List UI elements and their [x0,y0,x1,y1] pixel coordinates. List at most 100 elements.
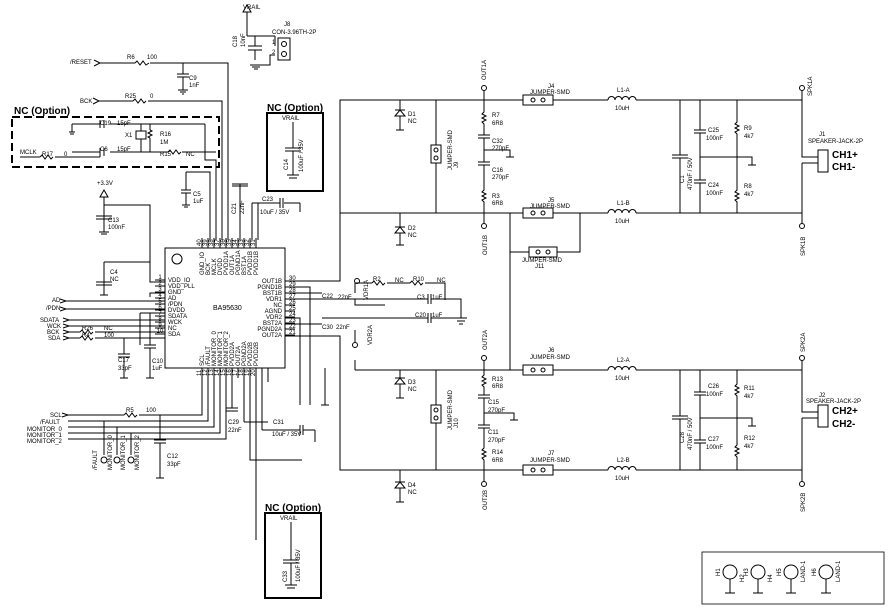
ic-right-pin-num: 21 [289,330,296,336]
ic-bottom-pin-num: 19 [245,369,251,376]
ic-bottom-pin-name: PVDD2B [248,342,254,366]
spk1a-label: SPK1A [808,77,814,96]
ic-bottom-pin-name: PVDD2B [254,342,260,366]
c15-ref: C15 [488,400,500,406]
c29-ref: C29 [228,420,240,426]
c12-ref: C12 [167,454,179,460]
monitor2-tp-label: MONITOR_2 [135,434,141,470]
r6-ref: R6 [127,55,135,61]
vrail-label-c33: VRAIL [280,516,298,522]
bck-label: BCK [80,99,92,105]
c14-val: 100uF / 35V [299,139,305,172]
c27-val: 100nF [706,445,723,451]
j7-jumper [522,464,554,476]
pdn-label: /PDN [46,306,60,312]
r15-ref: R15 [160,152,172,158]
c30-val: 22nF [336,325,350,331]
ic-bottom-pin-name: SCL [200,354,206,366]
channel-2-output: OUT2A OUT2B D3 NC D4 NC JUMPER-SMD J10 R… [340,330,861,512]
j2-speaker-jack [817,404,829,428]
spk1b-label: SPK1B [801,237,807,256]
ic-right-pin-name: BST2A [263,321,282,327]
j11-jumper [528,246,558,258]
ic-top-pin-num: 40 [197,239,203,246]
ic-right-pin-num: 23 [289,318,296,324]
r4-ref: R4 [82,333,90,339]
c29-val: 22nF [228,428,242,434]
v33-label: +3.3V [97,181,113,187]
j1-ref: J1 [819,132,826,138]
ic-right-pin-name: PGND1B [257,285,282,291]
c22-ref: C22 [322,294,334,300]
j4-jumper [522,94,554,106]
j2-type: SPEAKER-JACK-2P [806,399,861,405]
ic-bottom-pin-num: 18 [239,369,245,376]
sdata-label: SDATA [40,318,59,324]
c18-ref: C18 [233,35,239,47]
ic-right-pin-name: OUT1B [262,279,282,285]
c13-val: 100nF [108,225,125,231]
ic-top-pin-name: GND_IO [200,252,206,275]
nc-option-label-2: NC (Option) [267,103,323,114]
c26-ref: C26 [708,384,720,390]
ic-bottom-pin-num: 17 [233,369,239,376]
c10-ref: C10 [152,359,164,365]
ic-top-pin-name: PVDD1B [254,251,260,275]
j8-pin2: 2 [272,50,276,56]
c21-val: 22nF [240,200,246,214]
d1-val: NC [408,119,417,125]
out1b-label: OUT1B [483,235,489,255]
vrail-label-top: VRAIL [243,5,261,11]
c24-ref: C24 [708,183,720,189]
r10-val: NC [437,278,446,284]
ic-right-pin-num: 25 [289,306,296,312]
vdr2a-label: VDR2A [368,325,374,345]
mounting-hole-icon [818,564,834,580]
r2-ref: R2 [373,277,381,283]
ic-left-pin-name: DVDD [168,308,186,314]
ic-right-pin-num: 28 [289,288,296,294]
r2-val: NC [395,278,404,284]
mounting-hole-ref: H6 [812,568,818,576]
ic-top-pin-name: OUT1A [230,255,236,275]
bottom-control-nets: SCL /FAULT MONITOR_0 MONITOR_1 MONITOR_2… [27,368,227,479]
r9-val: 4k7 [744,134,754,140]
c21-ref: C21 [232,202,238,214]
vrail-label-c14: VRAIL [282,116,300,122]
ic-bottom-pin-num: 16 [227,369,233,376]
mounting-hole-label: LAND-1 [836,560,842,582]
r12-val: 4k7 [744,444,754,450]
j10-ref: J10 [454,418,460,428]
c10-val: 1uF [152,366,163,372]
ic-left-pin-num: 4 [158,293,162,299]
ic-bottom-pin-name: PVDD2A [230,342,236,366]
c30-ref: C30 [322,325,334,331]
r25-ref: R25 [125,94,137,100]
ic-top-pin-name: MCLK [212,258,218,275]
c18-val: 10nF [241,33,247,47]
ic-left-pin-num: 6 [158,305,162,311]
mounting-hole-icon [783,564,799,580]
x1-ref: X1 [125,133,133,139]
ic-left-pin-name: SDATA [168,314,187,320]
x1-crystal [135,130,147,140]
ic-left-pin-name: AD [168,296,177,302]
c25-ref: C25 [708,128,720,134]
reset-label: /RESET [70,60,92,66]
ic-top-pin-num: 38 [209,239,215,246]
ad-label: AD [52,298,61,304]
ic-bottom-pin-name: OUT2A [236,346,242,366]
monitor1-label: MONITOR_1 [27,433,63,439]
j1-speaker-jack [817,149,829,173]
mclk-label: MCLK [20,150,37,156]
nc-option-crystal: NC (Option) C19 15pF X1 R16 1M C6 15pF R… [11,106,220,240]
ic-name: BA95630 [213,305,242,312]
ic-top-pin-name: PVDD1B [248,251,254,275]
c15-val: 270pF [488,408,505,414]
ic-top-pins: 40GND_IO39BCK38MCLK37DVDD36PVDD1A35OUT1A… [197,238,260,275]
bck2-label: BCK [47,330,59,336]
nc-option-c33: NC (Option) VRAIL C33 100uF / 35V [264,503,322,599]
j9-type: JUMPER-SMD [448,129,454,170]
